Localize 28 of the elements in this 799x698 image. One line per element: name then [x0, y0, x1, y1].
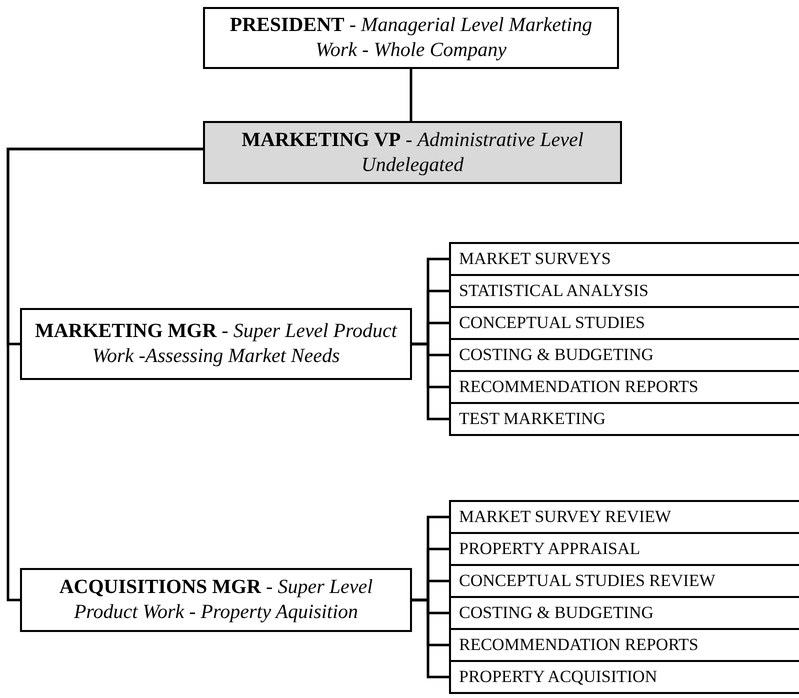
connector-line — [410, 69, 412, 121]
role-label: MARKETING MGR - Super Level Product Work -Assessing Market Needs — [34, 319, 398, 369]
task-box — [449, 660, 799, 694]
role-box — [203, 7, 619, 69]
task-label: CONCEPTUAL STUDIES REVIEW — [459, 571, 716, 591]
task-box — [449, 402, 799, 436]
task-label: MARKET SURVEYS — [459, 249, 611, 269]
role-label: ACQUISITIONS MGR - Super Level Product Work - Property Aquisition — [58, 575, 374, 625]
task-label: TEST MARKETING — [459, 409, 606, 429]
role-label: PRESIDENT - Managerial Level Marketing Work - Whole Company — [228, 13, 594, 63]
task-label: COSTING & BUDGETING — [459, 345, 654, 365]
task-label: PROPERTY ACQUISITION — [459, 667, 658, 687]
task-box — [449, 242, 799, 276]
role-box — [20, 308, 412, 380]
task-label: RECOMMENDATION REPORTS — [459, 377, 698, 397]
connector-line — [412, 342, 449, 420]
task-label: PROPERTY APPRAISAL — [459, 539, 640, 559]
role-box — [20, 568, 412, 632]
task-label: RECOMMENDATION REPORTS — [459, 635, 698, 655]
task-box — [449, 500, 799, 534]
connector-line — [6, 148, 203, 602]
role-label: MARKETING VP - Administrative Level Undelegated — [240, 128, 584, 178]
task-label: STATISTICAL ANALYSIS — [459, 281, 648, 301]
role-box — [203, 121, 622, 184]
task-label: CONCEPTUAL STUDIES — [459, 313, 645, 333]
task-label: COSTING & BUDGETING — [459, 603, 654, 623]
connector-line — [412, 598, 449, 678]
task-label: MARKET SURVEY REVIEW — [459, 507, 672, 527]
